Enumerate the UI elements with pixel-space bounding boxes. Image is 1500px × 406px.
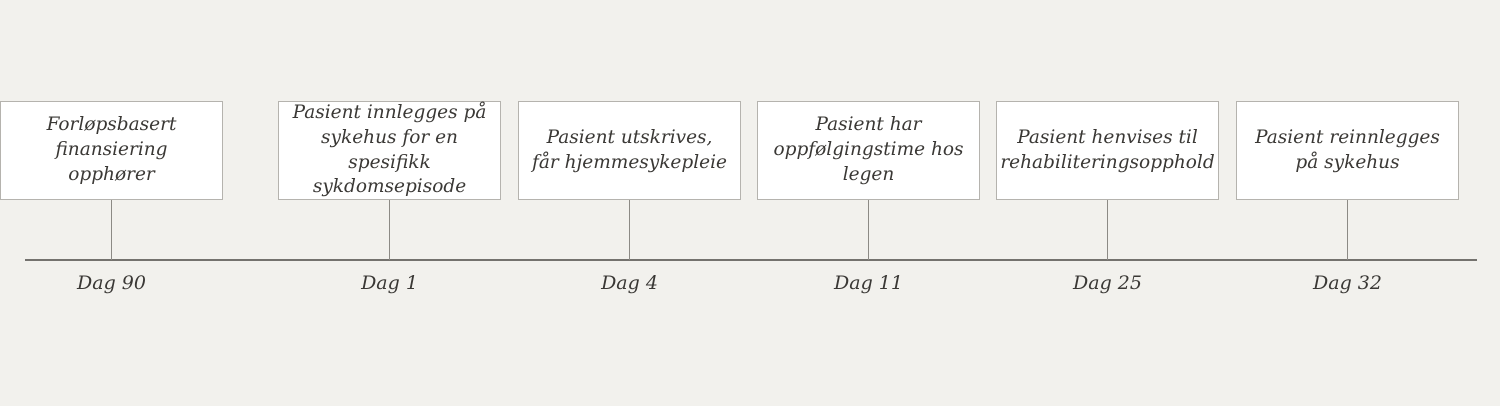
timeline-event: Pasient innlegges på sykehus for en spes…: [278, 101, 501, 294]
event-box: Pasient reinnlegges på sykehus: [1236, 101, 1459, 200]
event-label: Pasient utskrives, får hjemmesykepleie: [532, 126, 727, 173]
timeline-event: Pasient har oppfølgingstime hos legen Da…: [757, 101, 980, 294]
day-label: Dag 32: [1313, 272, 1382, 294]
day-label: Dag 11: [834, 272, 903, 294]
event-connector: [1346, 200, 1349, 260]
event-box: Forløpsbasert finansiering opphører: [0, 101, 223, 200]
timeline-axis: [25, 259, 1477, 261]
event-label: Pasient innlegges på sykehus for en spes…: [292, 101, 487, 198]
timeline-event: Pasient reinnlegges på sykehus Dag 32: [1236, 101, 1459, 294]
day-label: Dag 1: [361, 272, 418, 294]
day-label: Dag 4: [601, 272, 658, 294]
event-box: Pasient utskrives, får hjemmesykepleie: [518, 101, 741, 200]
event-connector: [628, 200, 631, 260]
timeline-event: Pasient henvises til rehabiliteringsopph…: [996, 101, 1219, 294]
event-connector: [867, 200, 870, 260]
event-connector: [1106, 200, 1109, 260]
day-label: Dag 25: [1073, 272, 1142, 294]
event-label: Pasient henvises til rehabiliteringsopph…: [1000, 126, 1215, 173]
event-connector: [110, 200, 113, 260]
event-label: Forløpsbasert finansiering opphører: [46, 114, 177, 185]
timeline-event: Forløpsbasert finansiering opphører Dag …: [0, 101, 223, 294]
event-box: Pasient har oppfølgingstime hos legen: [757, 101, 980, 200]
day-label: Dag 90: [77, 272, 146, 294]
event-box: Pasient innlegges på sykehus for en spes…: [278, 101, 501, 200]
timeline-event: Pasient utskrives, får hjemmesykepleie D…: [518, 101, 741, 294]
event-label: Pasient reinnlegges på sykehus: [1255, 126, 1440, 173]
event-label: Pasient har oppfølgingstime hos legen: [773, 114, 964, 185]
event-box: Pasient henvises til rehabiliteringsopph…: [996, 101, 1219, 200]
event-connector: [388, 200, 391, 260]
